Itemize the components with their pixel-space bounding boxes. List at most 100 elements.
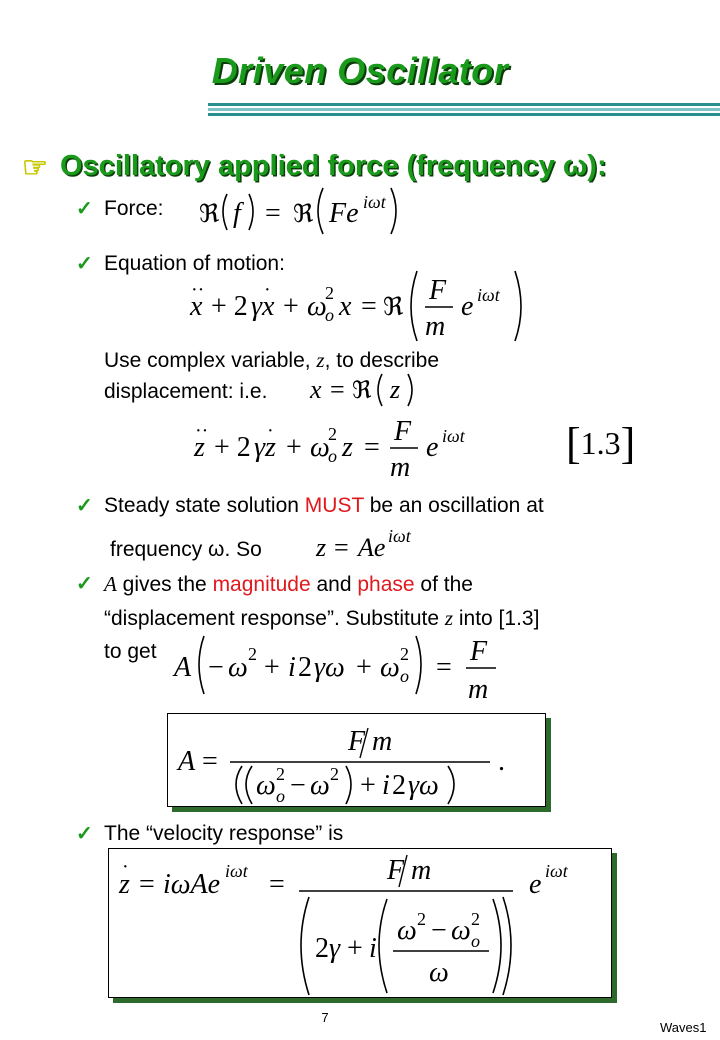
check-bullet-icon: ✓: [76, 253, 93, 275]
magnitude-emphasis: magnitude: [212, 573, 311, 596]
amplitude-result-box: A = F m ω 2 o − ω 2 + i 2 γω .: [167, 713, 546, 807]
svg-text:z: z: [389, 375, 400, 404]
svg-text:o: o: [400, 666, 409, 686]
steady-text-b: be an oscillation at: [363, 494, 544, 517]
svg-text:·: ·: [122, 856, 129, 878]
svg-text:2: 2: [298, 652, 312, 683]
equation-of-motion-label: Equation of motion:: [104, 252, 285, 275]
check-bullet-icon: ✓: [76, 495, 93, 517]
svg-text:o: o: [471, 931, 480, 951]
svg-text:A: A: [176, 746, 196, 777]
svg-text:iωt: iωt: [388, 526, 412, 546]
svg-text:ω: ω: [429, 957, 449, 988]
svg-text:iωt: iωt: [363, 192, 387, 212]
svg-text:m: m: [390, 452, 410, 482]
svg-text:ℜ: ℜ: [383, 292, 404, 321]
check-bullet-icon: ✓: [76, 823, 93, 845]
svg-text:=: =: [361, 291, 377, 322]
svg-text:2: 2: [315, 933, 329, 964]
svg-text:··: ··: [195, 420, 208, 442]
svg-text:+: +: [347, 933, 363, 964]
complex-var: z: [316, 348, 325, 372]
svg-text:2: 2: [248, 644, 257, 664]
check-bullet-icon: ✓: [76, 573, 93, 595]
svg-text:+: +: [360, 770, 376, 801]
svg-text:e: e: [426, 432, 438, 463]
svg-text:ω: ω: [256, 770, 276, 801]
svg-text:ω: ω: [310, 770, 330, 801]
svg-text:z: z: [118, 869, 130, 900]
steady-state-line-2: frequency ω. So: [110, 538, 262, 561]
equation-of-motion: x ·· + 2 γx · + ω 2 o x = ℜ F m e iωt: [189, 270, 522, 342]
svg-text:2: 2: [276, 764, 285, 784]
svg-text:e: e: [529, 869, 541, 900]
svg-text:=: =: [330, 375, 345, 404]
amp-line2-a: “displacement response”. Substitute: [104, 607, 445, 630]
check-bullet-icon: ✓: [76, 198, 93, 220]
velocity-result-box: z · = iωAe iωt = F m 2 γ + i ω 2 − ω 2 o…: [108, 848, 612, 998]
phase-emphasis: phase: [357, 573, 415, 596]
svg-text:·: ·: [267, 420, 274, 442]
svg-text:ω: ω: [310, 432, 330, 463]
svg-text:m: m: [425, 311, 445, 342]
svg-text:iωt: iωt: [545, 861, 569, 881]
complex-variable-line: Use complex variable, z, to describe: [104, 348, 439, 373]
svg-text:m: m: [411, 855, 431, 886]
steady-state-equation: z = Ae iωt: [315, 526, 412, 562]
svg-text:·: ·: [264, 279, 271, 301]
svg-text:−: −: [208, 652, 224, 683]
velocity-result-equation: z · = iωAe iωt = F m 2 γ + i ω 2 − ω 2 o…: [118, 854, 569, 996]
svg-text:+: +: [283, 291, 299, 322]
amplitude-line-2: “displacement response”. Substitute z in…: [104, 606, 539, 631]
svg-text:o: o: [325, 305, 334, 325]
svg-text:ℜ: ℜ: [352, 376, 372, 404]
svg-text:F: F: [469, 636, 488, 667]
svg-text:=: =: [334, 533, 349, 562]
svg-text:iωt: iωt: [225, 861, 249, 881]
svg-text:o: o: [328, 446, 337, 466]
svg-text:··: ··: [191, 279, 204, 301]
velocity-response-label: The “velocity response” is: [104, 822, 344, 845]
must-emphasis: MUST: [304, 494, 364, 517]
amplitude-result-equation: A = F m ω 2 o − ω 2 + i 2 γω .: [176, 726, 505, 806]
pointing-hand-icon: ☞: [22, 152, 48, 184]
svg-text:i: i: [288, 652, 296, 683]
svg-text:i: i: [382, 770, 390, 801]
svg-text:2: 2: [392, 770, 406, 801]
svg-text:ω: ω: [228, 652, 248, 683]
svg-text:x: x: [189, 291, 203, 322]
svg-text:=: =: [436, 652, 452, 683]
amp-text-b: and: [310, 573, 358, 596]
svg-text:ω: ω: [451, 915, 471, 946]
svg-text:Fe: Fe: [328, 198, 359, 229]
svg-text:e: e: [461, 291, 473, 322]
svg-text:z: z: [315, 533, 326, 562]
svg-text:=: =: [202, 746, 218, 777]
displacement-equation: x = ℜ z: [309, 373, 413, 407]
svg-text:+ 2: + 2: [211, 291, 248, 322]
amp-var-z: z: [444, 606, 454, 630]
amp-text-a: gives the: [116, 573, 213, 596]
svg-text:2: 2: [417, 909, 426, 929]
svg-text:Ae: Ae: [356, 533, 385, 562]
complex-text-b: , to describe: [324, 349, 440, 372]
svg-text:F: F: [393, 416, 412, 447]
complex-equation: z ·· + 2 γz · + ω 2 o z = F m e iωt: [193, 416, 466, 482]
amplitude-var: A: [104, 572, 117, 596]
svg-text:2: 2: [400, 644, 409, 664]
svg-text:z: z: [193, 432, 205, 463]
svg-text:+: +: [264, 652, 280, 683]
svg-text:−: −: [431, 915, 447, 946]
svg-text:m: m: [468, 674, 488, 705]
svg-text:.: .: [498, 746, 505, 777]
amp-line2-b: into [1.3]: [453, 607, 540, 630]
page-number: 7: [321, 1010, 329, 1025]
svg-text:o: o: [276, 786, 285, 806]
title-underline: [208, 103, 720, 116]
equation-number: [1.3]: [566, 419, 636, 468]
svg-text:f: f: [233, 198, 244, 229]
svg-text:+: +: [286, 432, 302, 463]
svg-text:z: z: [341, 432, 353, 463]
svg-text:=: =: [265, 198, 281, 229]
svg-text:m: m: [372, 726, 392, 757]
